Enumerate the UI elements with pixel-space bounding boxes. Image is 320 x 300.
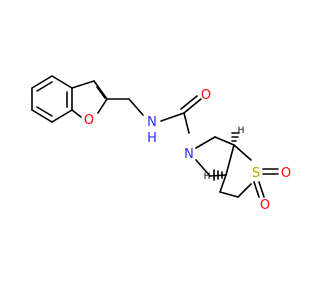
furan-ring <box>71 80 108 118</box>
stereo-hydrogen-left-label: H <box>204 172 211 182</box>
sulfone-oxygen-right-label: O <box>281 166 291 181</box>
stereo-hash-top <box>231 132 240 142</box>
pyrrolidine-ring <box>195 136 235 177</box>
stereo-hydrogen-top-label: H <box>238 126 245 136</box>
thiolane-ring <box>219 144 252 198</box>
sulfone-bonds <box>253 168 279 198</box>
furan-oxygen-label: O <box>84 113 94 128</box>
ring-nitrogen-label: N <box>184 147 194 162</box>
chemical-structure-diagram: O N H O N S O O H H <box>31 75 291 213</box>
benzene-ring <box>31 75 73 123</box>
amide-hydrogen-label: H <box>147 131 157 146</box>
sulfone-oxygen-bottom-label: O <box>260 198 270 213</box>
stereo-hash-left <box>213 169 223 181</box>
amide-nitrogen-label: N <box>147 115 157 130</box>
carbonyl-oxygen-label: O <box>201 88 211 103</box>
sulfur-label: S <box>252 166 260 181</box>
methylene-linker <box>106 98 144 116</box>
amide-group <box>160 95 202 134</box>
